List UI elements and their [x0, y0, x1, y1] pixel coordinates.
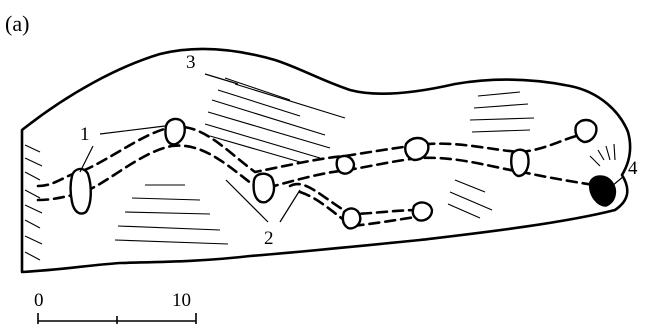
- chamber-b: [165, 119, 184, 144]
- panel-label: (a): [5, 11, 29, 36]
- dark-chamber: [590, 176, 616, 206]
- chamber-i: [413, 203, 432, 221]
- chamber-c: [254, 174, 274, 203]
- chamber-e: [405, 138, 428, 160]
- callout-2: 2: [264, 228, 274, 249]
- chamber-d: [337, 156, 354, 174]
- hatch-bottom-right: [448, 180, 492, 218]
- dashed-channels: [38, 127, 600, 226]
- chamber-g: [575, 120, 596, 142]
- callout-3: 3: [186, 52, 196, 73]
- hatch-top-right: [470, 92, 534, 132]
- chamber-a: [71, 169, 91, 214]
- chamber-f: [511, 150, 528, 176]
- callout-4: 4: [628, 158, 638, 179]
- hatch-right-tip: [590, 144, 615, 166]
- hatch-bottom-left: [115, 185, 228, 244]
- body-outline: [22, 49, 630, 272]
- scale-bar: [38, 313, 196, 324]
- scale-start-label: 0: [34, 290, 44, 311]
- hatch-left: [25, 145, 42, 260]
- callout-1: 1: [80, 124, 90, 145]
- scale-end-label: 10: [172, 290, 191, 311]
- chamber-h: [343, 209, 361, 229]
